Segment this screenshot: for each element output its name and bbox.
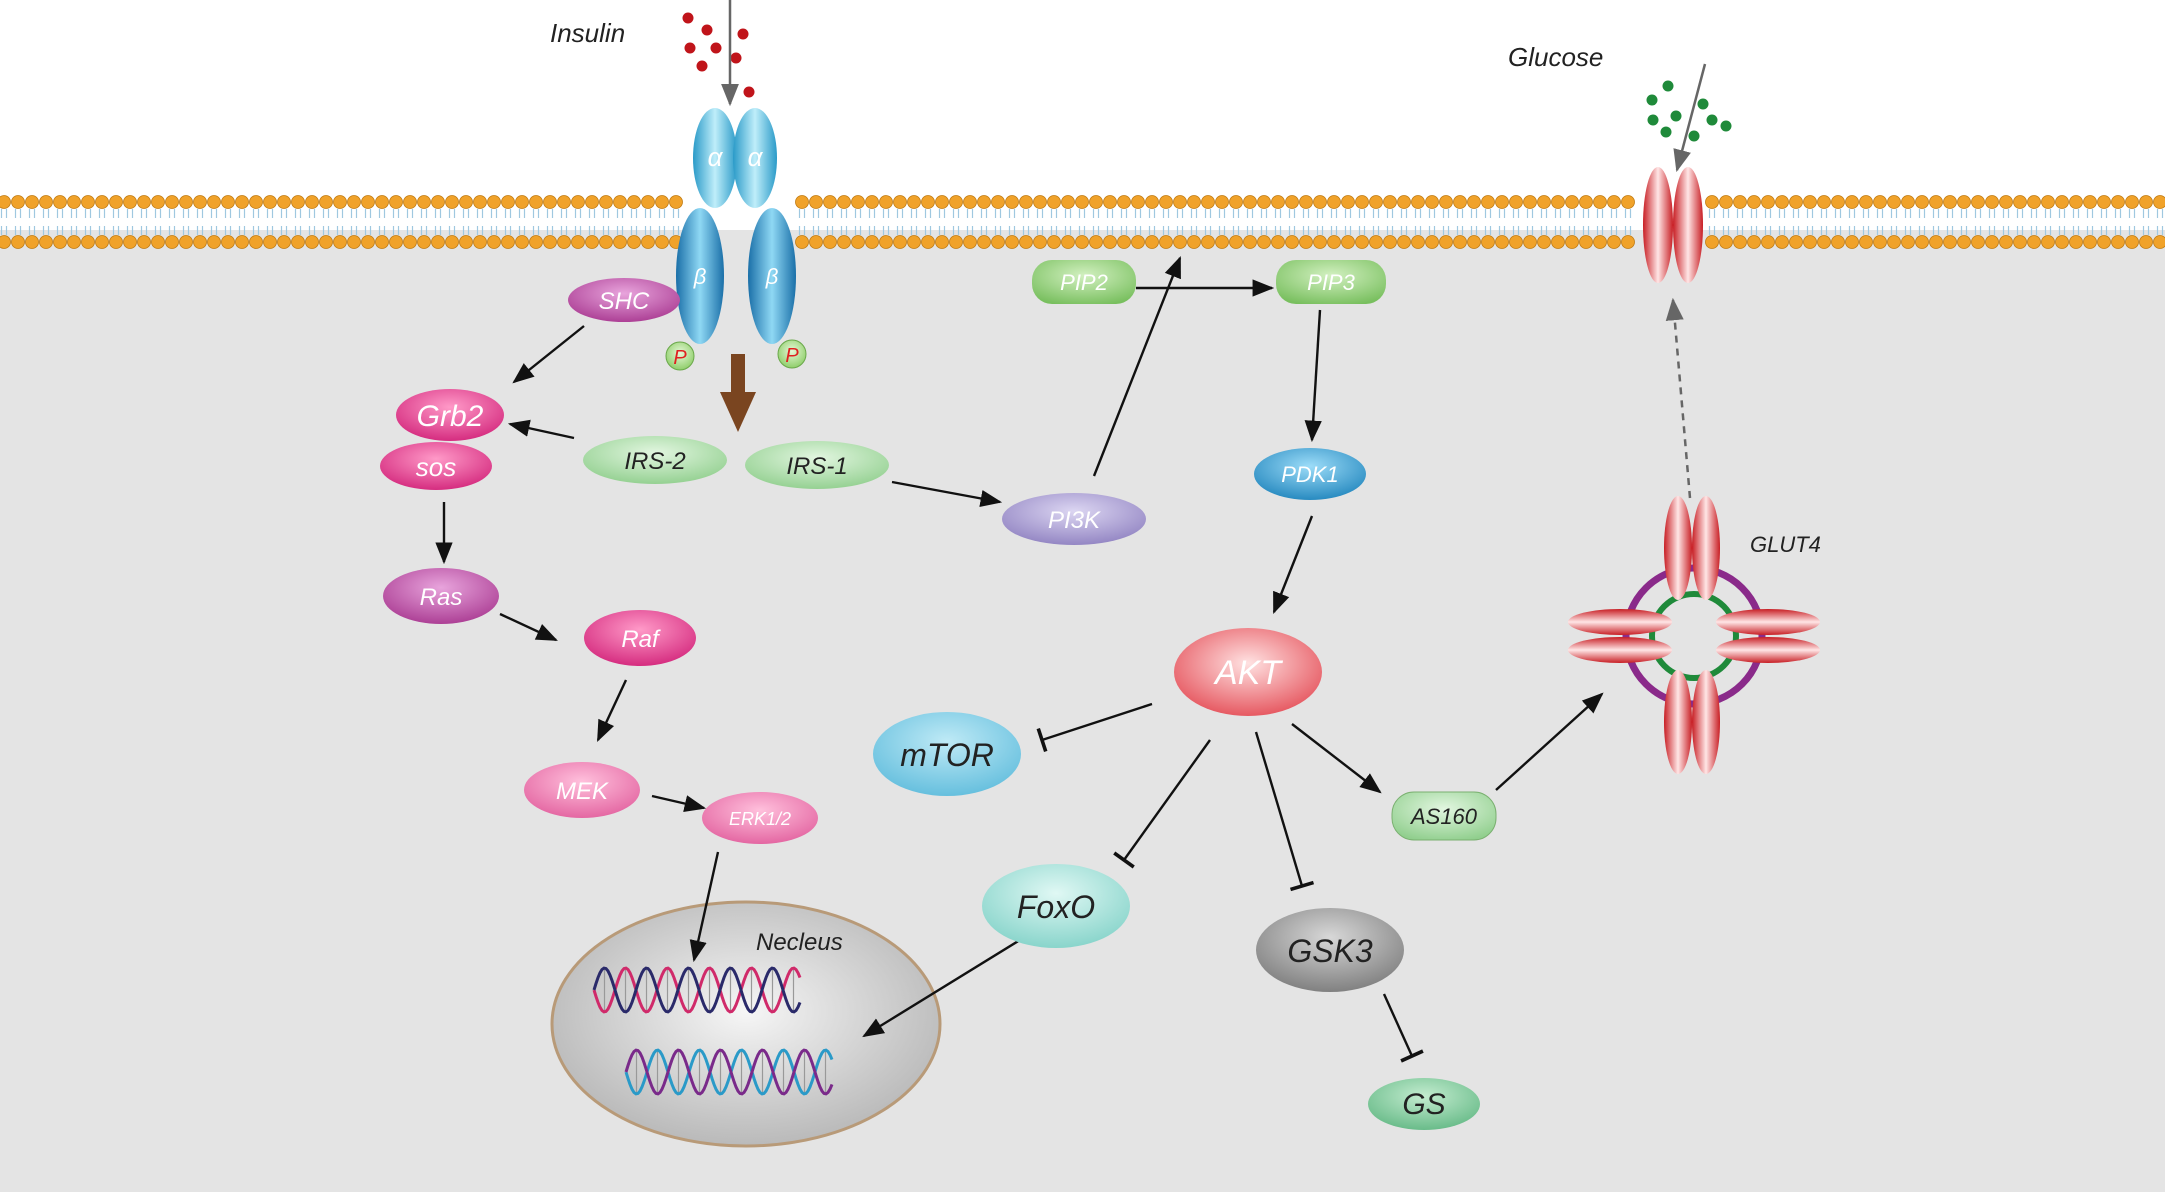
node-sos: sos [380, 442, 492, 490]
svg-text:SHC: SHC [599, 288, 650, 315]
node-grb2: Grb2 [396, 389, 504, 441]
insulin-label: Insulin [550, 18, 625, 48]
phospho-icon [777, 339, 807, 369]
svg-text:AKT: AKT [1213, 654, 1283, 692]
svg-text:PIP2: PIP2 [1060, 270, 1108, 295]
receptor-alpha-left: α [708, 142, 724, 172]
glut4-vesicle [1568, 496, 1820, 774]
glut-transporter-membrane [1643, 167, 1703, 283]
receptor-alpha-right: α [748, 142, 764, 172]
node-gsk3: GSK3 [1256, 908, 1404, 992]
svg-text:sos: sos [416, 452, 456, 482]
svg-text:GSK3: GSK3 [1287, 933, 1373, 969]
svg-text:GS: GS [1402, 1088, 1445, 1121]
svg-text:Ras: Ras [420, 584, 463, 611]
node-akt: AKT [1174, 628, 1322, 716]
glucose-molecules [1646, 63, 1732, 173]
svg-text:FoxO: FoxO [1017, 889, 1095, 925]
node-as160: AS160 [1391, 791, 1497, 841]
nucleus [550, 900, 942, 1148]
svg-text:IRS-1: IRS-1 [786, 453, 847, 480]
svg-text:AS160: AS160 [1409, 804, 1478, 829]
svg-text:PIP3: PIP3 [1307, 270, 1355, 295]
svg-text:PI3K: PI3K [1048, 507, 1101, 534]
svg-text:mTOR: mTOR [900, 737, 994, 773]
svg-text:IRS-2: IRS-2 [624, 448, 685, 475]
phospho-right-label: P [785, 345, 799, 367]
phospho-left-label: P [673, 347, 687, 369]
svg-text:Raf: Raf [621, 626, 661, 653]
cell-membrane [0, 195, 2165, 249]
node-mek: MEK [524, 762, 640, 818]
node-foxo: FoxO [982, 864, 1130, 948]
node-irs2: IRS-2 [583, 436, 727, 484]
svg-text:ERK1/2: ERK1/2 [729, 809, 791, 829]
receptor-beta-right: β [765, 264, 779, 289]
node-pi3k: PI3K [1002, 493, 1146, 545]
svg-text:MEK: MEK [556, 778, 609, 805]
node-pip2: PIP2 [1032, 260, 1136, 304]
node-erk: ERK1/2 [702, 792, 818, 844]
activation-arrows [435, 255, 1604, 1038]
nucleus-label: Necleus [756, 929, 843, 956]
node-pdk1: PDK1 [1254, 448, 1366, 500]
cytoplasm [0, 230, 2165, 1192]
node-shc: SHC [568, 278, 680, 322]
dna-helix-icon [592, 966, 834, 1096]
brown-down-arrow [720, 354, 756, 432]
node-raf: Raf [584, 610, 696, 666]
svg-text:Grb2: Grb2 [417, 400, 484, 433]
phospho-icon [665, 341, 695, 371]
inhibition-arrows [1036, 702, 1424, 1063]
receptor-beta-left: β [693, 264, 707, 289]
glucose-label: Glucose [1508, 42, 1603, 72]
node-mtor: mTOR [873, 712, 1021, 796]
node-gs: GS [1368, 1078, 1480, 1130]
node-irs1: IRS-1 [745, 441, 889, 489]
insulin-receptor [665, 108, 807, 371]
svg-text:PDK1: PDK1 [1281, 462, 1338, 487]
node-pip3: PIP3 [1276, 260, 1386, 304]
glut4-label: GLUT4 [1750, 532, 1821, 557]
node-ras: Ras [383, 568, 499, 624]
insulin-molecules [682, 0, 755, 107]
